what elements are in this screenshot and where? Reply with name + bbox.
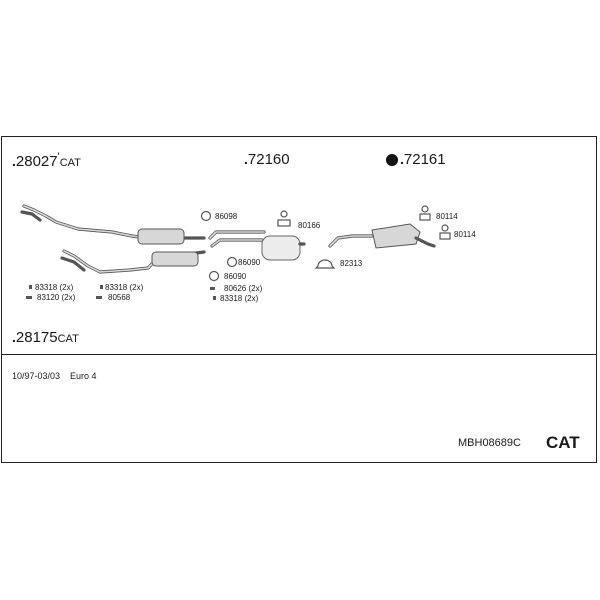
- rear-muffler[interactable]: [328, 223, 436, 249]
- label-80114-lower[interactable]: 80114: [454, 230, 476, 239]
- date-range: 10/97-03/03: [12, 371, 61, 381]
- bolt-icons: [26, 285, 216, 300]
- part-number-28027: 28027: [15, 153, 58, 170]
- bolt-83318-c-icon: [213, 296, 216, 300]
- label-83318-c[interactable]: 83318 (2x): [220, 294, 259, 303]
- front-catalyst-lower: [151, 251, 199, 267]
- label-82313[interactable]: 82313: [340, 259, 363, 268]
- label-80114-upper[interactable]: 80114: [436, 212, 458, 221]
- rear-muffler-body: [371, 223, 421, 249]
- label-80626[interactable]: 80626 (2x): [224, 284, 263, 293]
- diagram-frame: [1, 136, 597, 463]
- part-suffix-28175: CAT: [57, 333, 79, 345]
- clip-80568-icon: [96, 296, 102, 299]
- middle-muffler: [261, 235, 301, 261]
- part-suffix-28027: CAT: [59, 157, 81, 169]
- part-label-72160[interactable]: .72160: [244, 151, 290, 168]
- bolt-83318-a-icon: [29, 285, 32, 289]
- part-number-72161: 72161: [403, 151, 446, 168]
- label-83318-a[interactable]: 83318 (2x): [35, 283, 74, 292]
- label-86090-b[interactable]: 86090: [224, 272, 247, 281]
- front-pipe-upper[interactable]: [20, 204, 206, 245]
- label-83318-b[interactable]: 83318 (2x): [105, 283, 144, 292]
- label-80568[interactable]: 80568: [108, 293, 131, 302]
- hanger-80166-icon[interactable]: [277, 210, 291, 227]
- clamp-82313-icon[interactable]: [314, 259, 336, 269]
- kit-type: CAT: [546, 433, 580, 452]
- ring-86090-b-icon[interactable]: [208, 270, 220, 282]
- ring-86090-a-icon[interactable]: [226, 256, 238, 268]
- kit-code: MBH08689C: [458, 437, 521, 449]
- hanger-80114-upper-icon[interactable]: [419, 205, 431, 221]
- gasket-83120-icon: [26, 296, 32, 299]
- part-label-28175[interactable]: .28175CAT: [12, 329, 79, 346]
- filled-dot-icon: [386, 154, 398, 166]
- spring-80626-icon: [210, 287, 215, 290]
- hanger-80114-lower-icon[interactable]: [439, 224, 451, 240]
- part-number-28175: 28175: [15, 329, 58, 346]
- ring-86098-icon[interactable]: [200, 210, 212, 222]
- front-catalyst-upper: [137, 228, 185, 245]
- emission-standard: Euro 4: [70, 371, 97, 381]
- frame-divider: [2, 354, 596, 355]
- label-86098[interactable]: 86098: [215, 212, 238, 221]
- part-label-28027[interactable]: .28027'CAT: [12, 151, 81, 170]
- front-pipe-lower[interactable]: [60, 249, 206, 274]
- label-80166[interactable]: 80166: [298, 221, 321, 230]
- label-86090-a[interactable]: 86090: [238, 258, 261, 267]
- part-label-72161[interactable]: .72161: [400, 151, 446, 168]
- bolt-83318-b-icon: [100, 285, 103, 289]
- label-83120[interactable]: 83120 (2x): [37, 293, 76, 302]
- part-number-72160: 72160: [247, 151, 290, 168]
- center-pipe[interactable]: [208, 230, 306, 261]
